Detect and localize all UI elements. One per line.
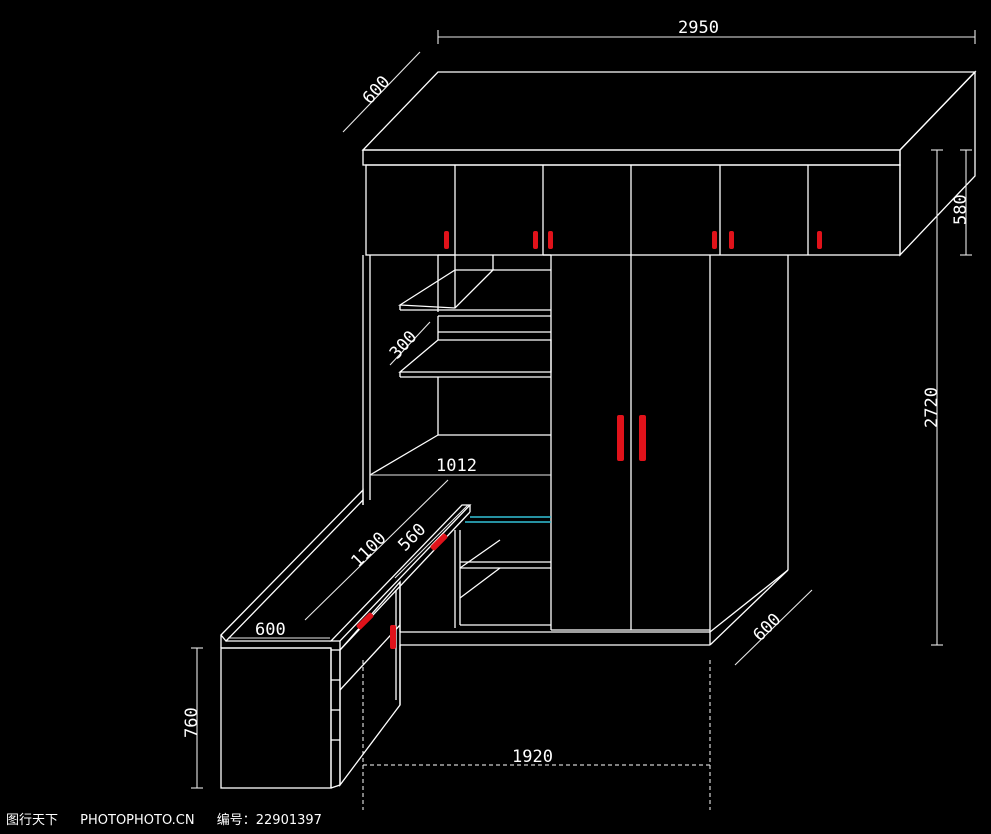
open-shelving [369,254,552,630]
wardrobe-handle-right [639,415,646,461]
left-side-panel [362,255,371,505]
wardrobe-handle-left [617,415,624,461]
dim-desk-depth: 600 [255,620,286,640]
corner-desk [220,488,472,789]
dimension-lines [191,30,976,810]
top-cabinet-handles [444,231,822,249]
dim-desk-length: 1100 [347,528,390,571]
wardrobe [551,255,789,646]
dim-wardrobe-depth: 600 [749,610,785,646]
dim-base-width: 1920 [512,747,553,767]
watermark-site: PHOTOPHOTO.CN [80,813,195,828]
dim-desk-height: 760 [182,707,202,738]
dim-top-cabinet-height: 580 [951,194,971,225]
top-cabinet [361,70,977,257]
dim-shelf-width: 1012 [436,456,477,476]
watermark-id: 编号：22901397 [216,813,322,828]
dim-desk-inner: 560 [394,520,430,556]
lower-shelving [400,516,710,646]
dim-total-height: 2720 [922,387,942,428]
dim-total-width: 2950 [678,18,719,38]
dim-top-depth: 600 [359,72,394,108]
watermark-brand: 图行天下 [6,813,59,828]
watermark-footer: 图行天下 PHOTOPHOTO.CN 编号：22901397 [6,809,340,828]
